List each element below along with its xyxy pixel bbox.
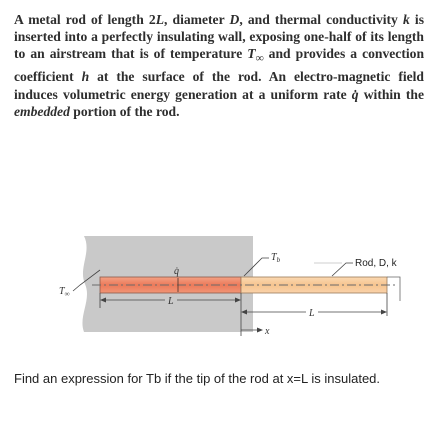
symbol-T-infinity: T: [247, 46, 256, 62]
symbol-q-dot: q̇: [351, 86, 359, 102]
x-axis-arrowhead: [257, 327, 263, 333]
text-run: A metal rod of length 2: [14, 12, 156, 27]
dim-left-arrow-end: [235, 297, 241, 303]
text-run: is inserted into a perfectly insulating …: [14, 12, 424, 62]
symbol-infinity-subscript: ∞: [255, 53, 264, 66]
rod-label-leader: [331, 262, 353, 277]
dim-left-arrow-start: [100, 297, 106, 303]
dim-right-label: L: [308, 308, 315, 319]
t-infinity-subscript: ∞: [65, 290, 70, 298]
t-infinity-leader: [72, 269, 101, 292]
text-run: and provides a convection coefficient: [14, 46, 424, 85]
tb-leader: [243, 257, 269, 277]
t-infinity-symbol: T: [59, 286, 66, 297]
question-text: Find an expression for Tb if the tip of …: [14, 371, 381, 386]
tb-subscript: b: [277, 256, 281, 264]
text-run: within the: [358, 86, 424, 102]
rod-label: Rod, D, k: [355, 258, 398, 269]
dim-left-label: L: [167, 296, 174, 307]
symbol-L: L: [155, 12, 165, 27]
dim-right-label-bg: [306, 306, 318, 318]
symbol-D: D: [229, 12, 240, 27]
text-run: at the surface of the rod. An electro-ma…: [14, 69, 424, 102]
tip-marker: [387, 276, 401, 301]
emphasis-embedded: embedded: [14, 103, 70, 119]
symbol-h: h: [81, 69, 90, 85]
x-axis-label: x: [264, 326, 270, 337]
dim-right-arrow-end: [381, 309, 387, 315]
problem-statement: A metal rod of length 2L, diameter D, an…: [14, 11, 424, 120]
dim-right-arrow-start: [241, 309, 247, 315]
text-run: , diameter: [164, 12, 230, 27]
dim-left-label-bg: [165, 294, 177, 306]
text-run: , and thermal conductivity: [239, 12, 403, 27]
qdot-label: q̇: [174, 266, 179, 277]
tb-symbol: T: [271, 252, 278, 263]
t-infinity-label: T∞: [59, 286, 70, 298]
tb-label: Tb: [271, 252, 281, 264]
symbol-k: k: [402, 12, 410, 27]
text-run: portion of the rod.: [69, 103, 180, 119]
